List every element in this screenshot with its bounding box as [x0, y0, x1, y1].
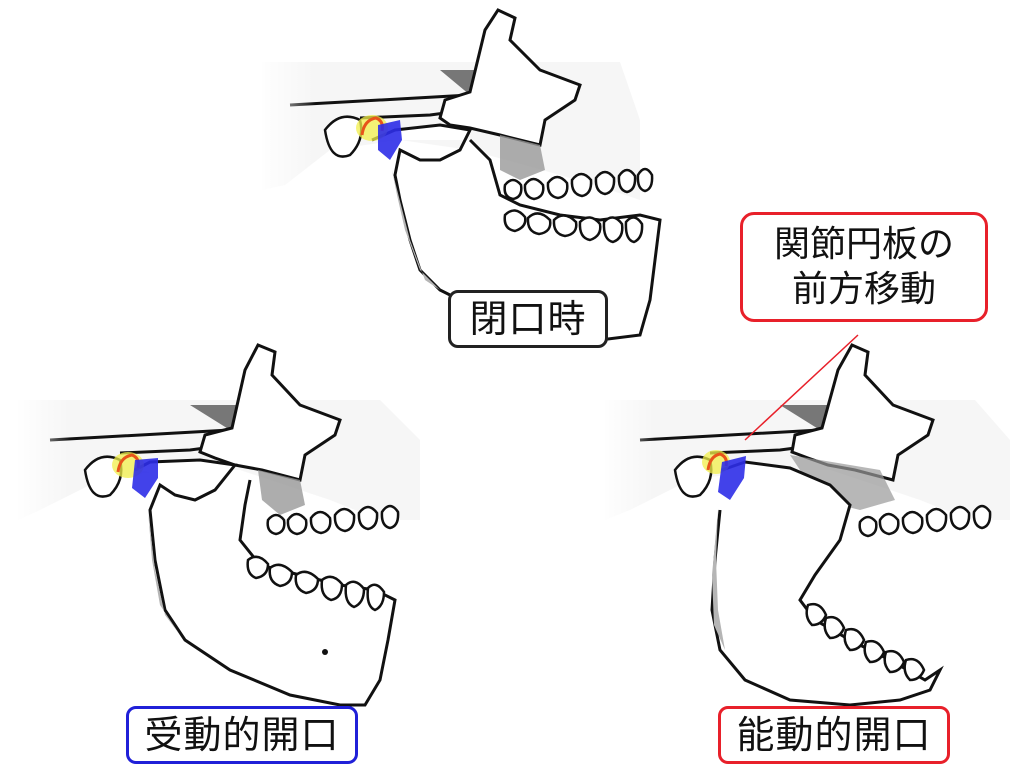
- callout-pointer: [744, 334, 859, 441]
- callout-disc-displacement: 関節円板の 前方移動: [740, 212, 988, 322]
- passive-articular-disc: [132, 458, 158, 498]
- passive-opening-skull: [15, 343, 420, 707]
- label-passive: 受動的開口: [126, 706, 358, 764]
- label-closed: 閉口時: [448, 290, 608, 348]
- label-active: 能動的開口: [718, 706, 950, 764]
- label-active-text: 能動的開口: [736, 713, 932, 757]
- closed-articular-disc: [378, 120, 402, 160]
- callout-line-2: 前方移動: [791, 269, 936, 310]
- active-articular-disc: [718, 456, 746, 500]
- closed-mouth-skull: [255, 8, 662, 342]
- label-passive-text: 受動的開口: [144, 713, 340, 757]
- active-opening-skull: [600, 343, 1010, 707]
- callout-line-1: 関節円板の: [773, 224, 954, 265]
- label-closed-text: 閉口時: [469, 297, 587, 341]
